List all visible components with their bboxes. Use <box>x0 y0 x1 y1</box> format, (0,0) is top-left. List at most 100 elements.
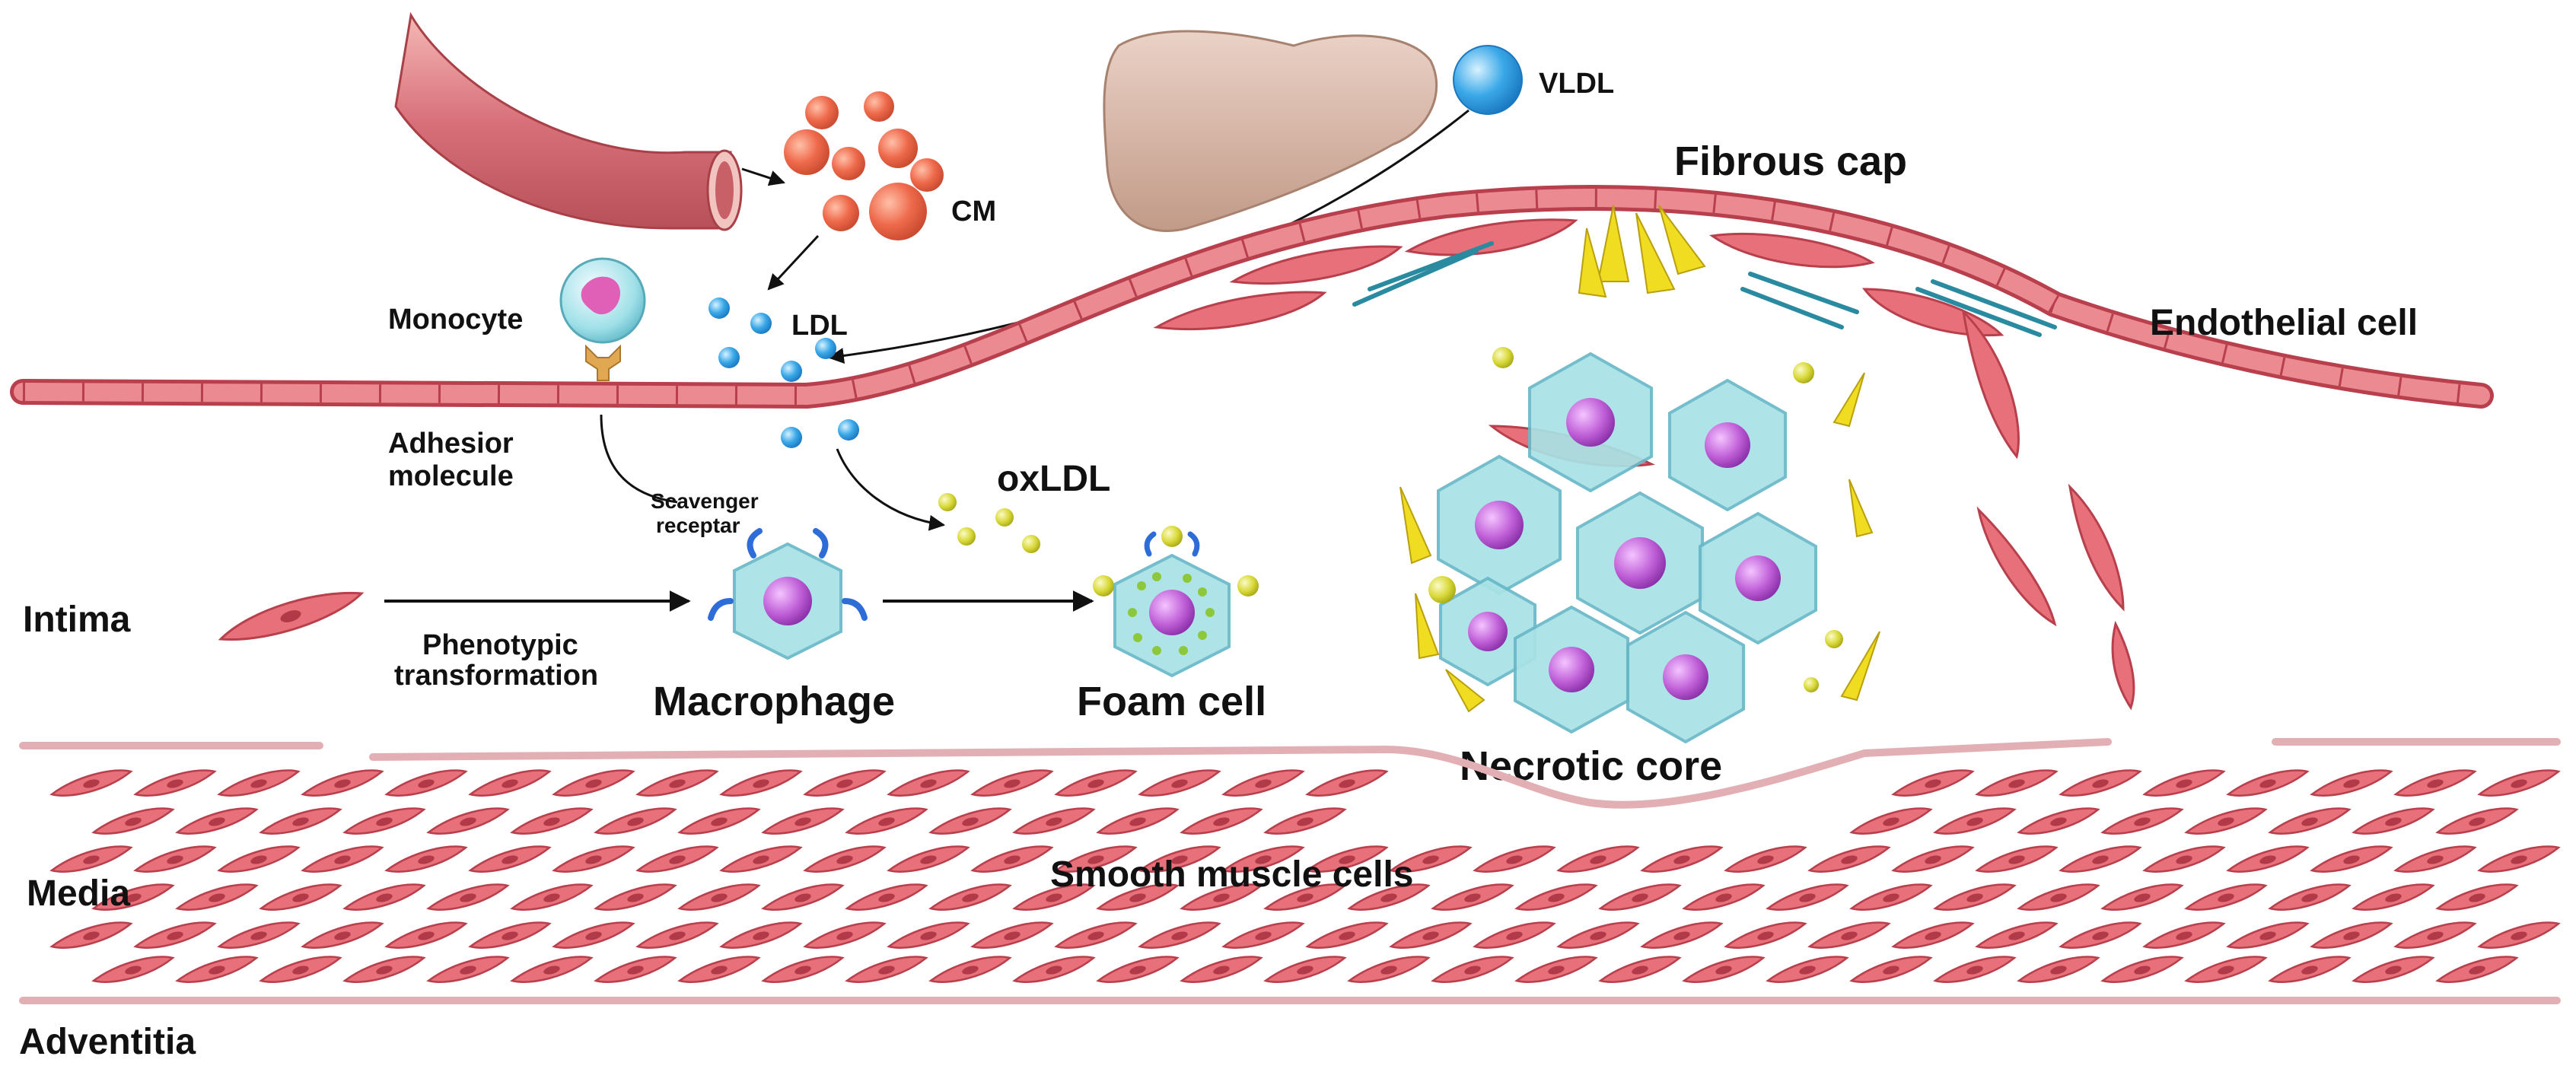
smooth-muscle-cell <box>594 956 677 983</box>
smooth-muscle-cell <box>133 769 217 797</box>
smooth-muscle-cell <box>1975 845 2059 873</box>
smooth-muscle-cell <box>2226 845 2310 873</box>
smooth-muscle-cell <box>2017 807 2100 835</box>
cholesterol-crystals <box>1399 205 1880 713</box>
smooth-muscle-cell <box>1054 769 1138 797</box>
smooth-muscle-cell <box>384 921 468 949</box>
smooth-muscle-cell <box>2184 807 2268 835</box>
smooth-muscle-cell <box>1514 956 1598 983</box>
smooth-muscle-cell <box>2059 845 2142 873</box>
macrophage-label: Macrophage <box>653 679 895 724</box>
smooth-muscle-cell <box>1891 769 1975 797</box>
smooth-muscle-cell <box>468 845 552 873</box>
smooth-muscle-cell <box>677 807 761 835</box>
cm-particles <box>784 91 944 240</box>
smooth-muscle-cell <box>2226 921 2310 949</box>
smooth-muscle-cells-label: Smooth muscle cells <box>1050 854 1414 895</box>
smooth-muscle-cell <box>1598 883 1682 911</box>
smooth-muscle-cell <box>2352 807 2435 835</box>
smooth-muscle-cell <box>2477 769 2561 797</box>
smooth-muscle-cell <box>2017 883 2100 911</box>
smooth-muscle-cell <box>2100 956 2184 983</box>
smooth-muscle-cell <box>2226 769 2310 797</box>
smooth-muscle-cell <box>2477 845 2561 873</box>
adhesion-molecule-label-1: Adhesior <box>388 428 514 460</box>
macrophage-cell <box>708 528 868 660</box>
smooth-muscle-cell <box>845 807 928 835</box>
smooth-muscle-cell <box>1305 845 1389 873</box>
smooth-muscle-cell <box>887 769 970 797</box>
smooth-muscle-cell <box>1012 883 1096 911</box>
intima-label: Intima <box>23 600 131 640</box>
smooth-muscle-cell <box>217 769 301 797</box>
smooth-muscle-cell <box>719 921 803 949</box>
media-label: Media <box>27 873 130 914</box>
smooth-muscle-cell <box>1347 956 1431 983</box>
cm-label: CM <box>951 196 996 227</box>
smooth-muscle-cell <box>426 883 510 911</box>
smooth-muscle-cell <box>510 883 594 911</box>
smooth-muscle-cell <box>91 807 175 835</box>
smooth-muscle-cell <box>259 956 342 983</box>
smooth-muscle-cell <box>803 921 887 949</box>
smooth-muscle-cell <box>1180 956 1263 983</box>
smooth-muscle-cell <box>761 807 845 835</box>
smooth-muscle-cell <box>2352 883 2435 911</box>
smooth-muscle-cell <box>2310 921 2393 949</box>
smooth-muscle-cell <box>468 921 552 949</box>
smooth-muscle-cell <box>426 956 510 983</box>
scavenger-receptor-label-1: Scavenger <box>651 489 759 513</box>
smooth-muscle-cell <box>1849 807 1933 835</box>
smooth-muscle-cell <box>970 769 1054 797</box>
smooth-muscle-cell <box>1305 921 1389 949</box>
smooth-muscle-cell <box>1347 883 1431 911</box>
smooth-muscle-cell <box>133 845 217 873</box>
smooth-muscle-cell <box>1263 883 1347 911</box>
smooth-muscle-cell <box>2059 769 2142 797</box>
smooth-muscle-cell <box>175 956 259 983</box>
smooth-muscle-cell <box>552 845 635 873</box>
smooth-muscle-cell <box>175 883 259 911</box>
smooth-muscle-cell <box>1221 845 1305 873</box>
media-smooth-muscle-cells <box>49 769 2561 983</box>
adventitia-label: Adventitia <box>19 1022 196 1062</box>
smooth-muscle-cell <box>1640 845 1724 873</box>
smooth-muscle-cell <box>49 769 133 797</box>
smooth-muscle-cell <box>2393 769 2477 797</box>
smooth-muscle-cell <box>2142 921 2226 949</box>
smooth-muscle-cell <box>594 807 677 835</box>
smooth-muscle-cell <box>1724 845 1807 873</box>
smooth-muscle-cell <box>1180 807 1263 835</box>
foam-cell-label: Foam cell <box>1077 679 1266 724</box>
scavenger-receptor-label-2: receptar <box>656 514 740 537</box>
smooth-muscle-cell <box>1514 883 1598 911</box>
smooth-muscle-cell <box>1138 845 1221 873</box>
smooth-muscle-cell <box>510 807 594 835</box>
smooth-muscle-cell <box>635 921 719 949</box>
smooth-muscle-cell <box>91 956 175 983</box>
smooth-muscle-cell <box>845 883 928 911</box>
smooth-muscle-cell <box>1263 956 1347 983</box>
smooth-muscle-cell <box>845 956 928 983</box>
smooth-muscle-cell <box>2059 921 2142 949</box>
smooth-muscle-cell <box>259 883 342 911</box>
intima-smooth-muscle-cell <box>218 591 365 641</box>
smooth-muscle-cell <box>217 845 301 873</box>
smooth-muscle-cell <box>301 921 384 949</box>
smooth-muscle-cell <box>970 845 1054 873</box>
smooth-muscle-cell <box>761 956 845 983</box>
smooth-muscle-cell <box>342 956 426 983</box>
smooth-muscle-cell <box>1682 956 1766 983</box>
smooth-muscle-cell <box>2310 769 2393 797</box>
smooth-muscle-cell <box>635 769 719 797</box>
smooth-muscle-cell <box>1221 769 1305 797</box>
smooth-muscle-cell <box>1807 921 1891 949</box>
smooth-muscle-cell <box>91 883 175 911</box>
smooth-muscle-cell <box>719 845 803 873</box>
smooth-muscle-cell <box>928 807 1012 835</box>
smooth-muscle-cell <box>1849 956 1933 983</box>
smooth-muscle-cell <box>1431 956 1514 983</box>
phenotypic-label-1: Phenotypic <box>422 629 578 661</box>
smooth-muscle-cell <box>552 769 635 797</box>
